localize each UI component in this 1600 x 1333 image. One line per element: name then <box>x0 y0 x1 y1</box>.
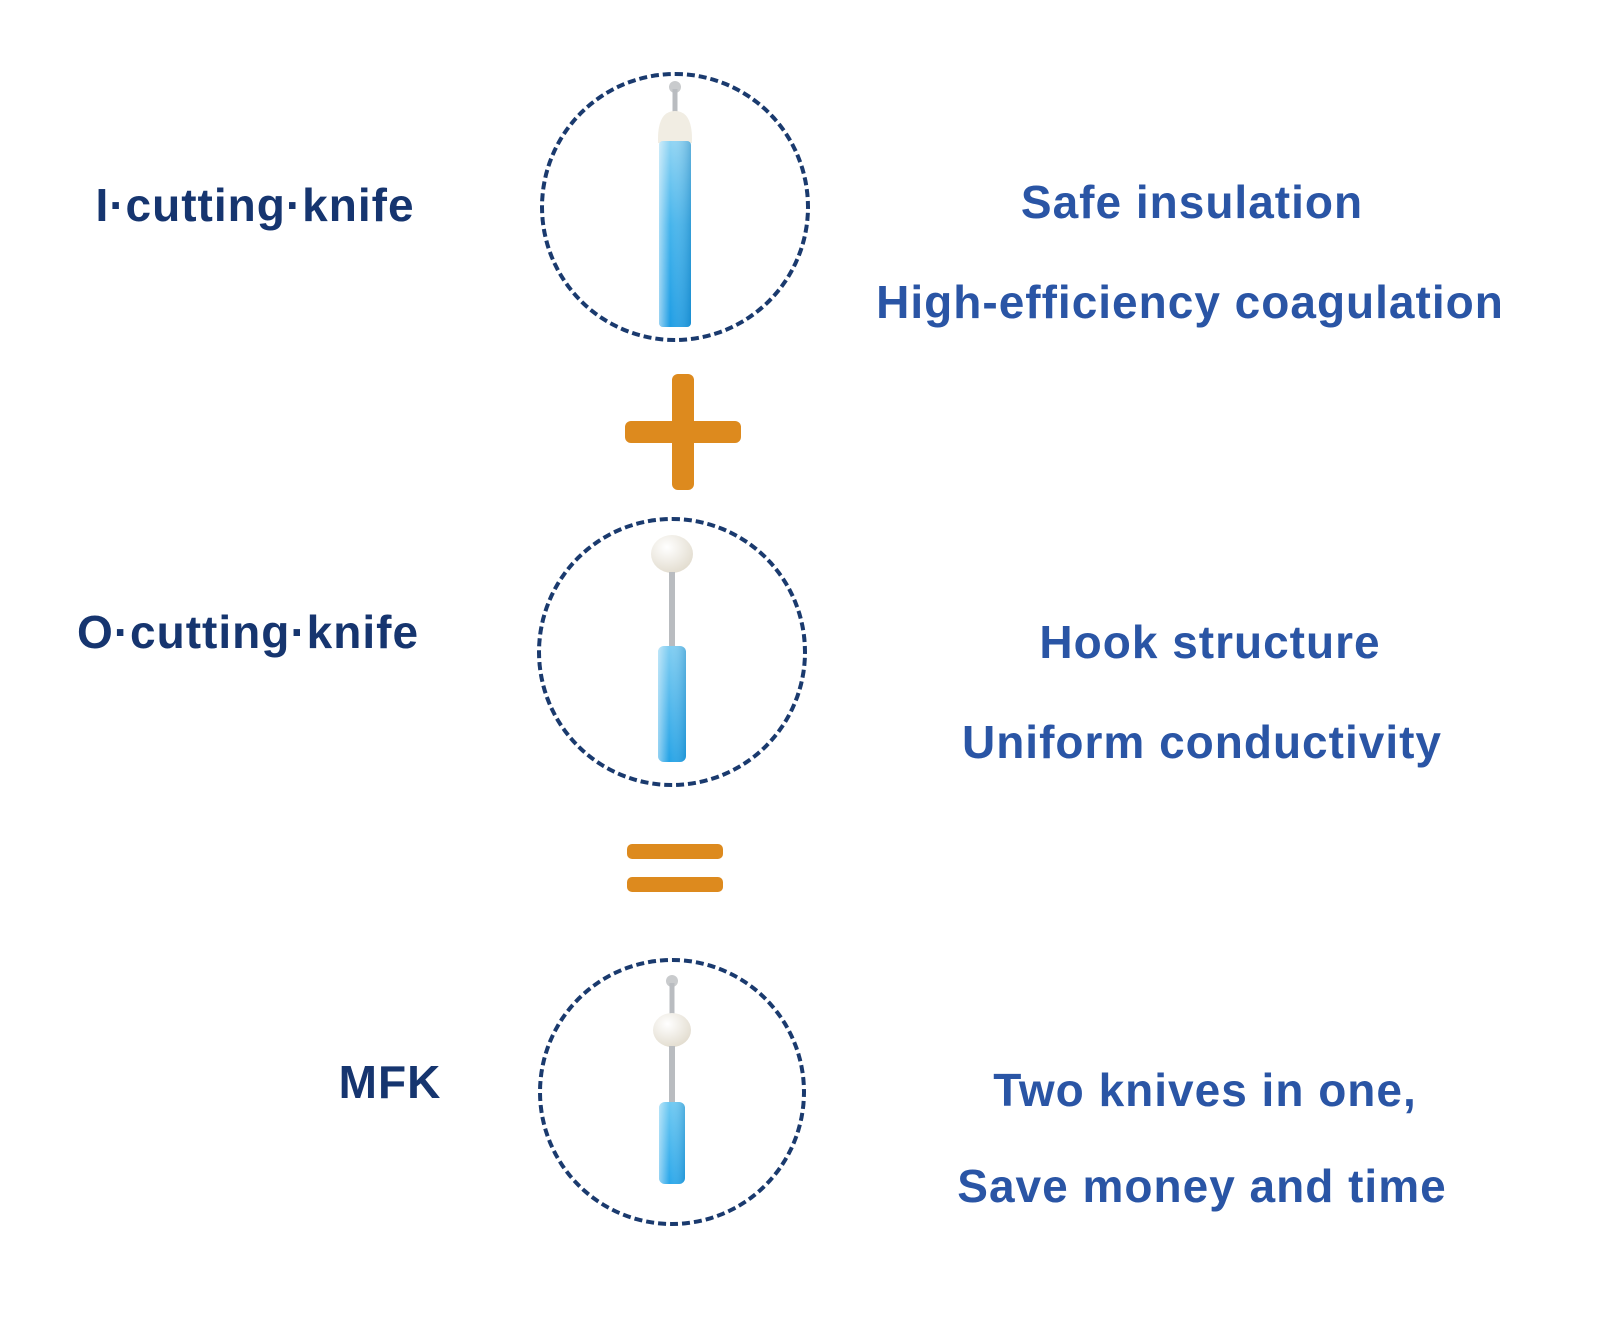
mfk-label: MFK <box>338 1056 442 1108</box>
i-knife-desc-line1: Safe insulation <box>1020 176 1364 228</box>
mfk-desc-line2: Save money and time <box>957 1160 1447 1212</box>
o-knife-desc-line1: Hook structure <box>1039 616 1381 668</box>
mfk-desc-line1: Two knives in one, <box>993 1064 1417 1116</box>
o-cutting-knife-label: O·cutting·knife <box>76 606 420 658</box>
i-cutting-knife-illustration-icon <box>632 81 718 333</box>
i-cutting-knife-circle <box>540 72 810 342</box>
o-cutting-knife-circle <box>537 517 807 787</box>
plus-operator-icon <box>625 374 741 490</box>
equals-operator-icon <box>627 844 723 892</box>
i-knife-desc-line2: High-efficiency coagulation <box>876 276 1504 328</box>
mfk-illustration-icon <box>629 974 715 1210</box>
o-knife-desc-line2: Uniform conductivity <box>961 716 1443 768</box>
mfk-circle <box>538 958 806 1226</box>
o-cutting-knife-illustration-icon <box>629 528 715 776</box>
i-cutting-knife-label: I·cutting·knife <box>95 179 415 231</box>
